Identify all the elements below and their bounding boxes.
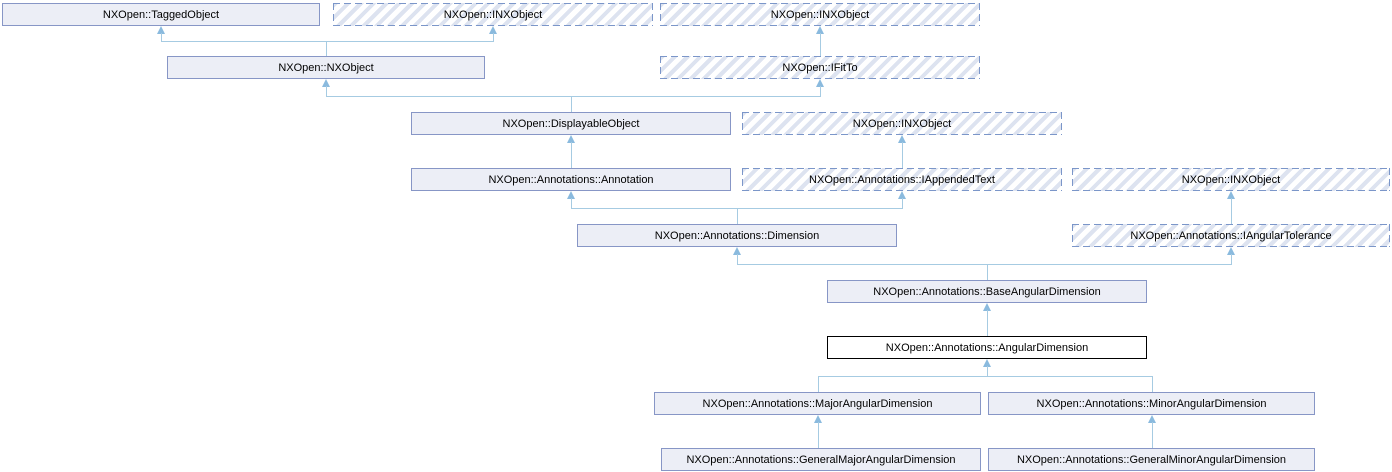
edge-line xyxy=(1231,254,1232,265)
class-node-general-minor-angular-dimension[interactable]: NXOpen::Annotations::GeneralMinorAngular… xyxy=(988,448,1315,471)
edge-arrowhead xyxy=(567,135,575,143)
edge-line xyxy=(1152,422,1153,448)
edge-line xyxy=(737,254,738,265)
edge-arrowhead xyxy=(898,191,906,199)
edge-line xyxy=(737,264,1232,265)
class-node-inxobject-1: NXOpen::INXObject xyxy=(333,3,653,26)
edge-arrowhead xyxy=(1227,247,1235,255)
class-node-tagged-object[interactable]: NXOpen::TaggedObject xyxy=(2,3,320,26)
edge-line xyxy=(820,86,821,97)
edge-arrowhead xyxy=(157,26,165,34)
class-node-displayable-object[interactable]: NXOpen::DisplayableObject xyxy=(411,112,731,135)
edge-line xyxy=(493,33,494,42)
edge-arrowhead xyxy=(814,415,822,423)
edge-line xyxy=(571,208,903,209)
edge-line xyxy=(818,376,819,392)
edge-line xyxy=(818,422,819,448)
edge-arrowhead xyxy=(489,26,497,34)
class-node-inxobject-3: NXOpen::INXObject xyxy=(742,112,1062,135)
edge-line xyxy=(161,33,162,42)
edge-arrowhead xyxy=(1148,415,1156,423)
edge-arrowhead xyxy=(816,26,824,34)
class-node-nxobject[interactable]: NXOpen::NXObject xyxy=(167,56,485,79)
edge-line xyxy=(902,198,903,209)
edge-line xyxy=(326,41,327,56)
edge-arrowhead xyxy=(733,247,741,255)
edge-arrowhead xyxy=(983,303,991,311)
class-node-iappended-text: NXOpen::Annotations::IAppendedText xyxy=(742,168,1062,191)
class-node-dimension[interactable]: NXOpen::Annotations::Dimension xyxy=(577,224,897,247)
edge-line xyxy=(571,142,572,168)
edge-arrowhead xyxy=(567,191,575,199)
edge-line xyxy=(571,198,572,209)
edge-line xyxy=(571,96,572,112)
edge-line xyxy=(326,96,821,97)
class-node-inxobject-2: NXOpen::INXObject xyxy=(660,3,980,26)
edge-arrowhead xyxy=(898,135,906,143)
class-node-base-angular-dimension[interactable]: NXOpen::Annotations::BaseAngularDimensio… xyxy=(827,280,1147,303)
edge-line xyxy=(987,264,988,280)
edge-line xyxy=(902,142,903,168)
edge-arrowhead xyxy=(322,79,330,87)
edge-line xyxy=(737,208,738,224)
edge-line xyxy=(326,86,327,97)
edge-line xyxy=(987,310,988,336)
edge-arrowhead xyxy=(816,79,824,87)
edge-line xyxy=(818,376,1153,377)
edge-line xyxy=(161,41,494,42)
class-node-ifitto: NXOpen::IFitTo xyxy=(660,56,980,79)
class-node-angular-dimension: NXOpen::Annotations::AngularDimension xyxy=(827,336,1147,359)
class-node-annotation[interactable]: NXOpen::Annotations::Annotation xyxy=(411,168,731,191)
class-node-major-angular-dimension[interactable]: NXOpen::Annotations::MajorAngularDimensi… xyxy=(654,392,981,415)
edge-line xyxy=(1231,198,1232,224)
edge-line xyxy=(1152,376,1153,392)
edge-line xyxy=(820,33,821,56)
class-node-inxobject-4: NXOpen::INXObject xyxy=(1072,168,1390,191)
edge-arrowhead xyxy=(1227,191,1235,199)
edge-arrowhead xyxy=(983,359,991,367)
class-node-iangular-tolerance: NXOpen::Annotations::IAngularTolerance xyxy=(1072,224,1390,247)
edge-line xyxy=(987,366,988,377)
class-node-general-major-angular-dimension[interactable]: NXOpen::Annotations::GeneralMajorAngular… xyxy=(661,448,981,471)
class-node-minor-angular-dimension[interactable]: NXOpen::Annotations::MinorAngularDimensi… xyxy=(988,392,1315,415)
